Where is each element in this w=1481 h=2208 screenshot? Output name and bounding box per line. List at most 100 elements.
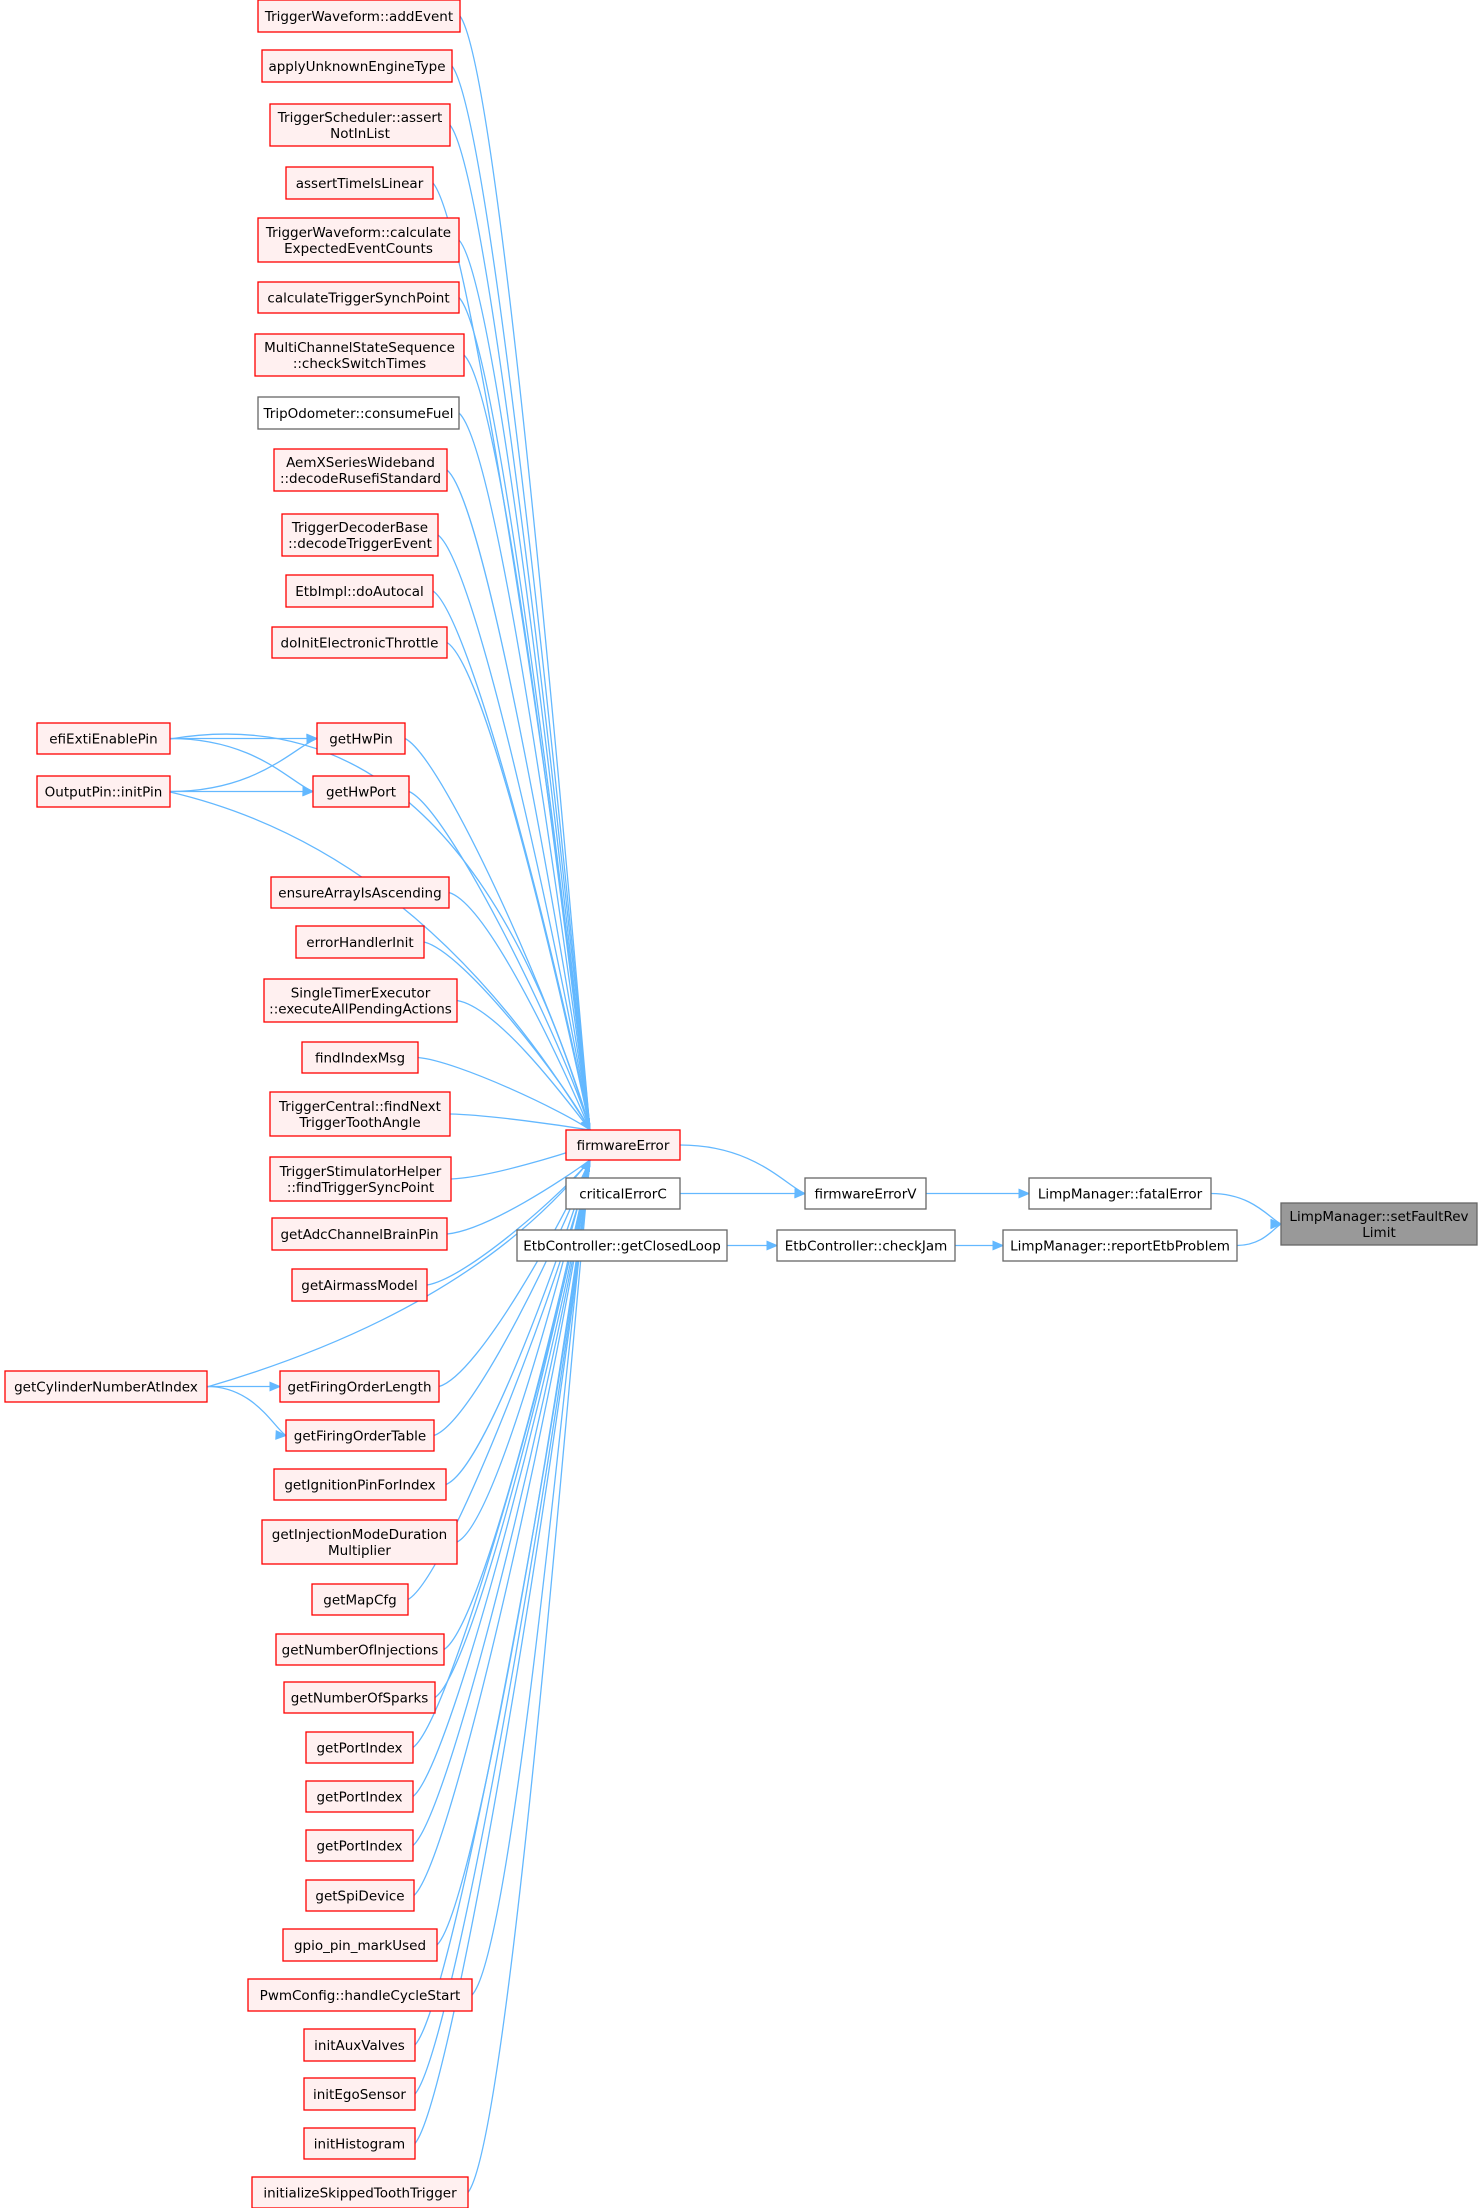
node-decodeTriggerEvent[interactable]: TriggerDecoderBase::decodeTriggerEvent bbox=[281, 513, 439, 557]
node-box[interactable] bbox=[316, 722, 406, 755]
node-box[interactable] bbox=[247, 1978, 473, 2012]
node-criticalErrorC[interactable]: criticalErrorC bbox=[565, 1177, 681, 1210]
node-getFiringOrderLength[interactable]: getFiringOrderLength bbox=[279, 1370, 440, 1403]
node-doAutocal[interactable]: EtbImpl::doAutocal bbox=[285, 574, 434, 608]
node-box[interactable] bbox=[776, 1229, 956, 1262]
node-firmwareError[interactable]: firmwareError bbox=[565, 1129, 681, 1161]
node-getFiringOrderTable[interactable]: getFiringOrderTable bbox=[285, 1419, 435, 1452]
node-getNumberOfInjections[interactable]: getNumberOfInjections bbox=[275, 1633, 445, 1666]
node-getAdcChannelBrainPin[interactable]: getAdcChannelBrainPin bbox=[271, 1217, 448, 1251]
node-box[interactable] bbox=[305, 1731, 414, 1764]
node-getNumberOfSparks[interactable]: getNumberOfSparks bbox=[283, 1681, 436, 1714]
node-box[interactable] bbox=[305, 1829, 414, 1862]
node-getHwPin[interactable]: getHwPin bbox=[316, 722, 406, 755]
node-getAirmassModel[interactable]: getAirmassModel bbox=[291, 1268, 428, 1302]
node-assertTimeIsLinear[interactable]: assertTimeIsLinear bbox=[285, 166, 434, 200]
node-getCylinderNumberAtIndex[interactable]: getCylinderNumberAtIndex bbox=[4, 1370, 208, 1403]
node-box[interactable] bbox=[271, 626, 448, 659]
node-box[interactable] bbox=[303, 2127, 416, 2160]
node-initPin[interactable]: OutputPin::initPin bbox=[36, 775, 171, 808]
node-findIndexMsg[interactable]: findIndexMsg bbox=[301, 1041, 419, 1074]
node-handleCycleStart[interactable]: PwmConfig::handleCycleStart bbox=[247, 1978, 473, 2012]
node-reportEtbProblem[interactable]: LimpManager::reportEtbProblem bbox=[1002, 1229, 1238, 1262]
node-gpioPinMarkUsed[interactable]: gpio_pin_markUsed bbox=[282, 1928, 438, 1962]
node-box[interactable] bbox=[311, 1583, 409, 1616]
node-getClosedLoop[interactable]: EtbController::getClosedLoop bbox=[516, 1229, 728, 1262]
node-box[interactable] bbox=[282, 1928, 438, 1962]
node-getMapCfg[interactable]: getMapCfg bbox=[311, 1583, 409, 1616]
node-getHwPort[interactable]: getHwPort bbox=[312, 775, 410, 808]
node-box[interactable] bbox=[269, 1156, 452, 1202]
node-box[interactable] bbox=[36, 722, 171, 755]
node-getPortIndex3[interactable]: getPortIndex bbox=[305, 1829, 414, 1862]
node-box[interactable] bbox=[251, 2176, 469, 2208]
node-findTriggerSyncPoint[interactable]: TriggerStimulatorHelper::findTriggerSync… bbox=[269, 1156, 452, 1202]
node-box[interactable] bbox=[281, 513, 439, 557]
node-box[interactable] bbox=[305, 1879, 415, 1912]
node-box[interactable] bbox=[257, 281, 460, 314]
node-box[interactable] bbox=[1028, 1177, 1212, 1210]
node-box[interactable] bbox=[295, 925, 425, 959]
node-box[interactable] bbox=[275, 1633, 445, 1666]
node-box[interactable] bbox=[285, 166, 434, 200]
node-applyUnknownEngineType[interactable]: applyUnknownEngineType bbox=[261, 49, 453, 83]
node-decodeRusefiStandard[interactable]: AemXSeriesWideband::decodeRusefiStandard bbox=[273, 448, 448, 492]
node-box[interactable] bbox=[291, 1268, 428, 1302]
node-errorHandlerInit[interactable]: errorHandlerInit bbox=[295, 925, 425, 959]
node-box[interactable] bbox=[36, 775, 171, 808]
node-box[interactable] bbox=[305, 1780, 414, 1813]
node-box[interactable] bbox=[263, 978, 458, 1023]
node-getSpiDevice[interactable]: getSpiDevice bbox=[305, 1879, 415, 1912]
node-calculateTriggerSynchPoint[interactable]: calculateTriggerSynchPoint bbox=[257, 281, 460, 314]
node-box[interactable] bbox=[301, 1041, 419, 1074]
node-box[interactable] bbox=[4, 1370, 208, 1403]
node-box[interactable] bbox=[271, 1217, 448, 1251]
node-box[interactable] bbox=[273, 1468, 447, 1501]
node-checkJam[interactable]: EtbController::checkJam bbox=[776, 1229, 956, 1262]
node-box[interactable] bbox=[257, 0, 461, 33]
node-calculateExpectedEventCounts[interactable]: TriggerWaveform::calculateExpectedEventC… bbox=[257, 217, 460, 263]
node-getPortIndex1[interactable]: getPortIndex bbox=[305, 1731, 414, 1764]
node-addEvent[interactable]: TriggerWaveform::addEvent bbox=[257, 0, 461, 33]
node-findNextTriggerToothAngle[interactable]: TriggerCentral::findNextTriggerToothAngl… bbox=[269, 1091, 451, 1137]
node-box[interactable] bbox=[565, 1129, 681, 1161]
node-box[interactable] bbox=[303, 2077, 416, 2111]
node-consumeFuel[interactable]: TripOdometer::consumeFuel bbox=[257, 396, 460, 430]
node-box[interactable] bbox=[257, 396, 460, 430]
node-efiExtiEnablePin[interactable]: efiExtiEnablePin bbox=[36, 722, 171, 755]
node-initializeSkippedToothTrigger[interactable]: initializeSkippedToothTrigger bbox=[251, 2176, 469, 2208]
node-executeAllPendingActions[interactable]: SingleTimerExecutor::executeAllPendingAc… bbox=[263, 978, 458, 1023]
node-box[interactable] bbox=[565, 1177, 681, 1210]
node-initAuxValves[interactable]: initAuxValves bbox=[303, 2028, 416, 2062]
node-box[interactable] bbox=[279, 1370, 440, 1403]
node-checkSwitchTimes[interactable]: MultiChannelStateSequence::checkSwitchTi… bbox=[254, 333, 465, 377]
node-box[interactable] bbox=[285, 574, 434, 608]
node-box[interactable] bbox=[270, 876, 450, 909]
node-box[interactable] bbox=[273, 448, 448, 492]
node-getPortIndex2[interactable]: getPortIndex bbox=[305, 1780, 414, 1813]
node-box[interactable] bbox=[254, 333, 465, 377]
node-getIgnitionPinForIndex[interactable]: getIgnitionPinForIndex bbox=[273, 1468, 447, 1501]
node-box[interactable] bbox=[269, 103, 451, 147]
node-ensureArrayIsAscending[interactable]: ensureArrayIsAscending bbox=[270, 876, 450, 909]
node-fatalError[interactable]: LimpManager::fatalError bbox=[1028, 1177, 1212, 1210]
node-initHistogram[interactable]: initHistogram bbox=[303, 2127, 416, 2160]
node-box[interactable] bbox=[261, 49, 453, 83]
node-firmwareErrorV[interactable]: firmwareErrorV bbox=[804, 1177, 927, 1210]
node-box[interactable] bbox=[516, 1229, 728, 1262]
node-box[interactable] bbox=[261, 1519, 458, 1565]
node-box[interactable] bbox=[1280, 1202, 1478, 1246]
node-box[interactable] bbox=[804, 1177, 927, 1210]
node-box[interactable] bbox=[283, 1681, 436, 1714]
node-box[interactable] bbox=[269, 1091, 451, 1137]
node-box[interactable] bbox=[285, 1419, 435, 1452]
node-box[interactable] bbox=[1002, 1229, 1238, 1262]
node-box[interactable] bbox=[303, 2028, 416, 2062]
node-box[interactable] bbox=[257, 217, 460, 263]
node-initEgoSensor[interactable]: initEgoSensor bbox=[303, 2077, 416, 2111]
node-doInitElectronicThrottle[interactable]: doInitElectronicThrottle bbox=[271, 626, 448, 659]
node-box[interactable] bbox=[312, 775, 410, 808]
